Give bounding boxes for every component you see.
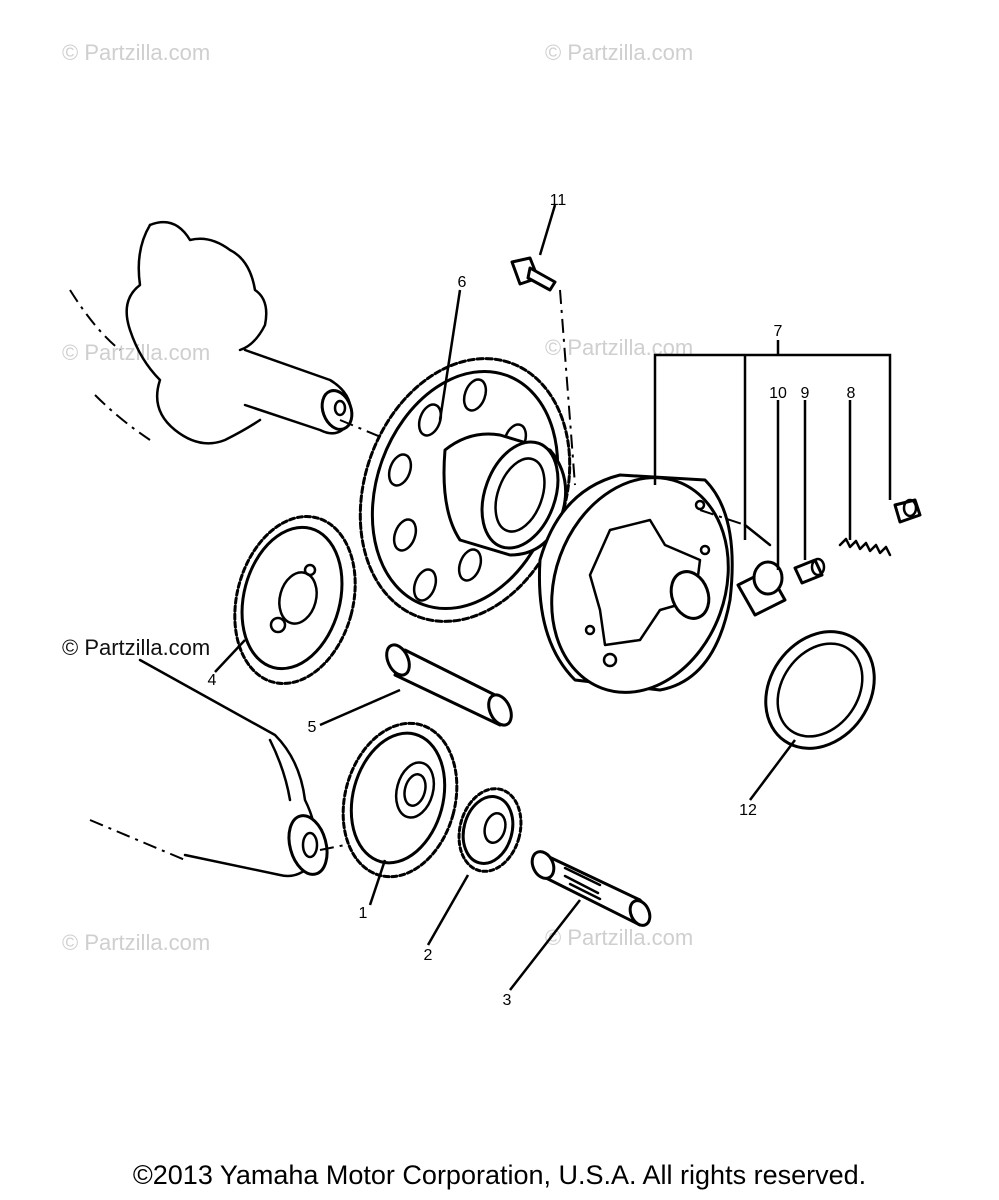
watermark-text: © Partzilla.com — [545, 40, 693, 65]
callout-12: 12 — [739, 802, 757, 819]
callout-3: 3 — [503, 992, 512, 1009]
part-2-small-gear — [457, 787, 523, 873]
part-7-starter-clutch — [537, 473, 734, 694]
watermark-text: © Partzilla.com — [62, 930, 210, 955]
part-5-shaft — [385, 643, 513, 727]
watermarks: © Partzilla.com © Partzilla.com © Partzi… — [62, 40, 693, 955]
watermark-text: © Partzilla.com — [62, 635, 210, 660]
callout-9: 9 — [801, 385, 810, 402]
starter-motor-illustration — [89, 658, 371, 878]
watermark-text: © Partzilla.com — [62, 40, 210, 65]
part-9-plunger — [793, 557, 826, 585]
watermark-text: © Partzilla.com — [545, 925, 693, 950]
callout-8: 8 — [847, 385, 856, 402]
callout-6: 6 — [458, 274, 467, 291]
part-12-washer — [764, 630, 876, 750]
callout-2: 2 — [424, 947, 433, 964]
part-dowel-pin — [699, 509, 772, 547]
part-3-splined-shaft — [530, 850, 652, 927]
callout-10: 10 — [769, 385, 787, 402]
callout-11: 11 — [550, 192, 567, 209]
leader-lines — [214, 204, 892, 991]
part-10-roller — [736, 560, 787, 617]
callout-labels: 1 2 3 4 5 6 7 8 9 10 11 12 — [208, 192, 856, 1009]
callout-4: 4 — [208, 672, 217, 689]
part-11-bolt — [510, 256, 576, 486]
copyright-notice: ©2013 Yamaha Motor Corporation, U.S.A. A… — [132, 1160, 867, 1190]
callout-5: 5 — [308, 719, 317, 736]
callout-7: 7 — [774, 323, 783, 340]
callout-1: 1 — [359, 905, 368, 922]
part-6-large-gear — [358, 357, 572, 623]
part-1-gear — [341, 721, 459, 879]
part-8-spring — [838, 498, 922, 557]
part-4-idler-gear — [233, 515, 357, 685]
